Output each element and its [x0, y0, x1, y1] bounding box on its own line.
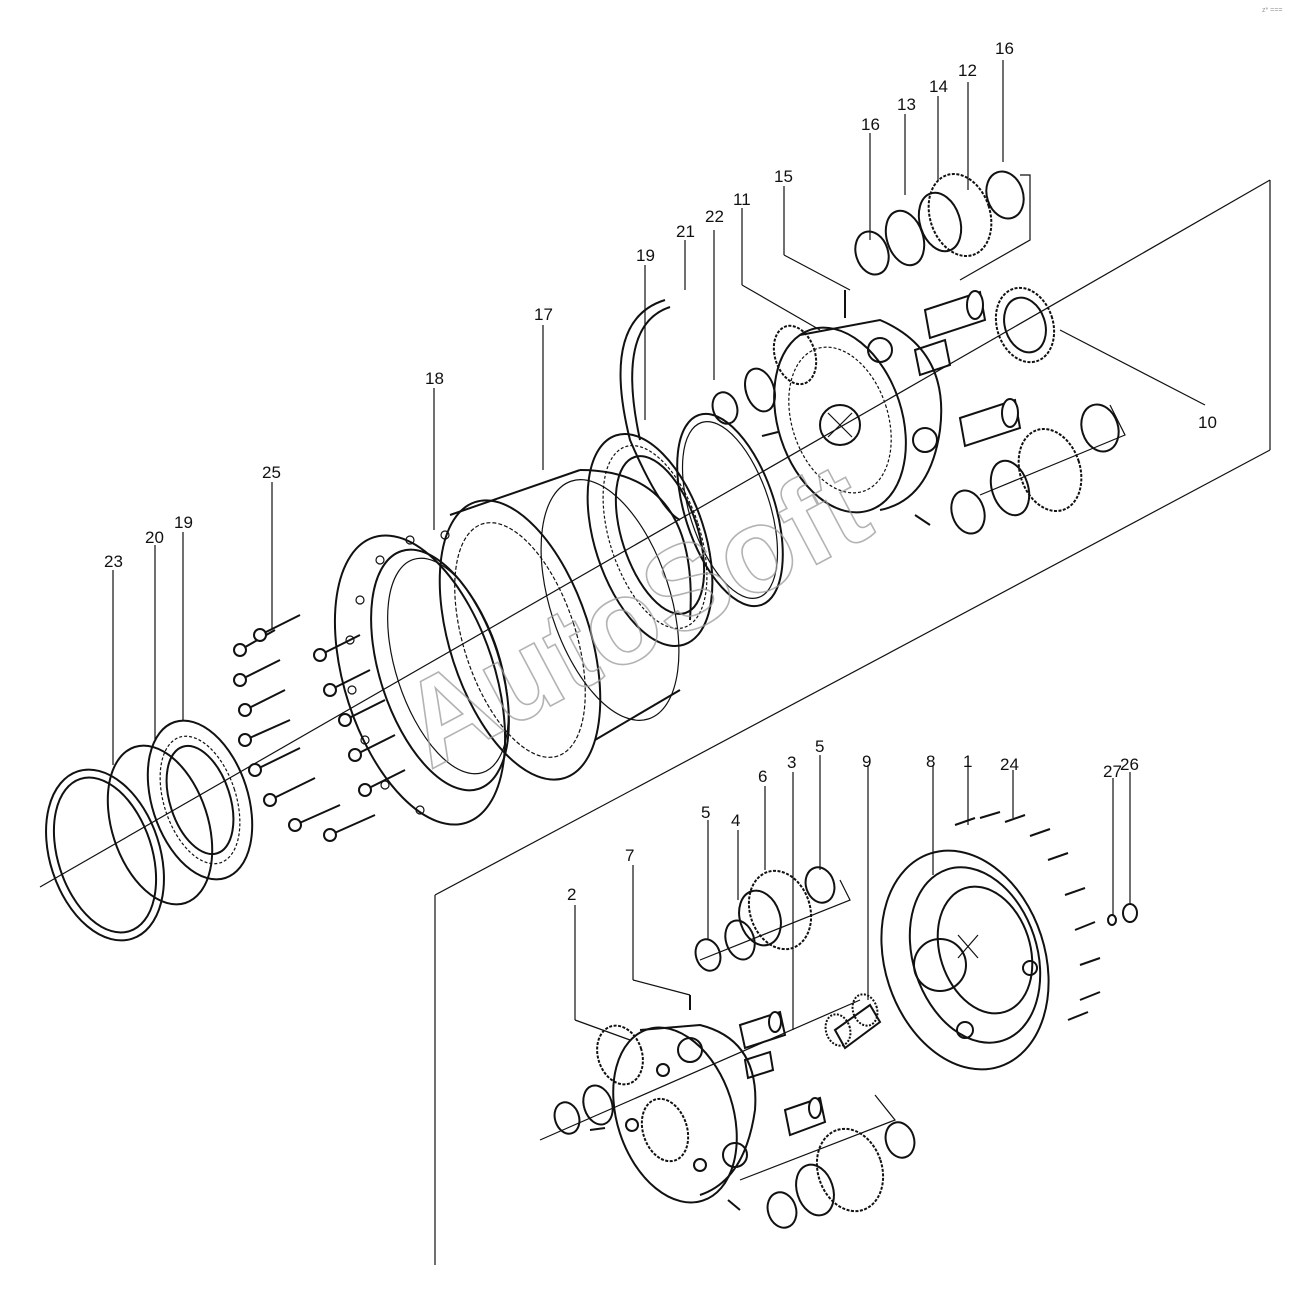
callout-14: 14: [929, 77, 948, 96]
callout-13: 13: [897, 95, 916, 114]
upper-planet-gear-bottom: [950, 403, 1120, 535]
callout-17: 17: [534, 305, 553, 324]
axis-lines: [39, 174, 1271, 1265]
callout-9: 9: [862, 752, 871, 771]
corner-text: z* ===: [1262, 7, 1282, 14]
sun-gear-shaft: [824, 993, 882, 1050]
leader-lines: [112, 60, 1206, 1041]
callout-16-top: 16: [995, 39, 1014, 58]
callout-2: 2: [567, 885, 576, 904]
callout-25: 25: [262, 463, 281, 482]
ring-gear-housing: [438, 469, 692, 781]
output-seal-ring: [45, 768, 165, 942]
callout-20: 20: [145, 528, 164, 547]
watermark-text: AutoSoft: [379, 437, 889, 793]
callout-6: 6: [758, 767, 767, 786]
main-bearing: [586, 433, 714, 647]
callout-15: 15: [774, 167, 793, 186]
callout-16-left: 16: [861, 115, 880, 134]
callout-19-upper: 19: [636, 246, 655, 265]
lower-planet-pins: [689, 995, 827, 1211]
callout-5-right: 5: [815, 737, 824, 756]
callout-19-lower: 19: [174, 513, 193, 532]
callout-1: 1: [963, 752, 972, 771]
callout-24: 24: [1000, 755, 1019, 774]
bolt-set: [233, 614, 406, 842]
lower-planet-gear-bottom: [766, 1121, 916, 1229]
callout-labels: 16 12 14 13 16 15 11 22 21 19 17 18 10 2…: [104, 39, 1217, 904]
output-bearing: [106, 719, 254, 906]
callout-18: 18: [425, 369, 444, 388]
upper-planet-gear-left: [711, 324, 818, 425]
callout-10: 10: [1198, 413, 1217, 432]
callout-26: 26: [1120, 755, 1139, 774]
lower-planet-gear-top: [694, 866, 836, 972]
callout-22: 22: [705, 207, 724, 226]
upper-sun-gear: [994, 286, 1056, 364]
snap-ring-22: [676, 412, 784, 608]
upper-planet-gear-top: [854, 170, 1025, 276]
cover-bolts: [954, 811, 1138, 1021]
callout-8: 8: [926, 752, 935, 771]
upper-planet-pins: [761, 290, 1022, 526]
callout-23: 23: [104, 552, 123, 571]
end-cover: [880, 849, 1050, 1071]
callout-21: 21: [676, 222, 695, 241]
callout-5-left: 5: [701, 803, 710, 822]
callout-3: 3: [787, 753, 796, 772]
lower-planet-gear-left: [553, 1024, 644, 1135]
snap-ring-21: [619, 299, 681, 521]
callout-27: 27: [1103, 762, 1122, 781]
callout-11: 11: [733, 190, 751, 209]
mounting-flange: [333, 530, 510, 826]
lower-planet-carrier: [612, 1023, 757, 1204]
callout-7: 7: [625, 846, 634, 865]
callout-4: 4: [731, 811, 740, 830]
callout-12: 12: [958, 61, 977, 80]
upper-planet-carrier: [773, 290, 943, 514]
